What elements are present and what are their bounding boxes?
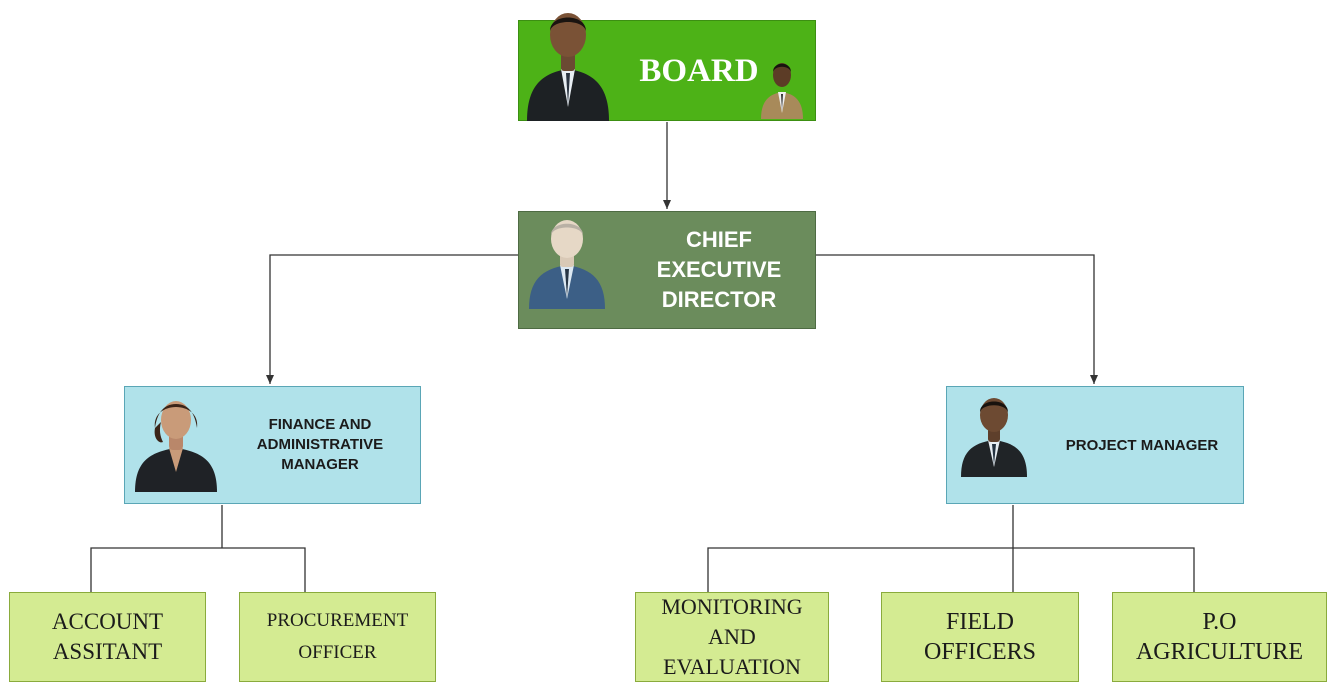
poag-line2: AGRICULTURE <box>1135 639 1304 665</box>
board-title: BOARD <box>639 52 759 89</box>
ceo-title-line3: DIRECTOR <box>661 287 777 312</box>
account-line1: ACCOUNT <box>51 609 164 634</box>
monitoring-line3: EVALUATION <box>663 654 801 679</box>
po-agriculture-node: P.O AGRICULTURE <box>1112 592 1327 682</box>
procurement-officer-title: PROCUREMENT OFFICER <box>240 593 435 681</box>
poag-line1: P.O <box>1202 609 1237 635</box>
project-manager-node: PROJECT MANAGER <box>946 386 1244 504</box>
field-officers-node: FIELD OFFICERS <box>881 592 1079 682</box>
ceo-title: CHIEF EXECUTIVE DIRECTOR <box>629 220 809 320</box>
field-line1: FIELD <box>945 609 1014 635</box>
field-officers-title: FIELD OFFICERS <box>882 593 1078 681</box>
ceo-title-line1: CHIEF <box>685 227 752 252</box>
monitoring-evaluation-title: MONITORING AND EVALUATION <box>636 593 828 681</box>
procurement-officer-node: PROCUREMENT OFFICER <box>239 592 436 682</box>
ceo-title-line2: EXECUTIVE <box>656 257 782 282</box>
finance-title-line1: FINANCE AND <box>268 416 372 433</box>
businesswoman-icon <box>135 401 217 492</box>
executive-blue-suit-icon <box>529 220 605 309</box>
businessman-tan-suit-icon <box>761 63 803 119</box>
monitoring-line2: AND <box>708 624 756 649</box>
procurement-line2: OFFICER <box>298 642 377 663</box>
ceo-node: CHIEF EXECUTIVE DIRECTOR <box>518 211 816 329</box>
field-line2: OFFICERS <box>923 639 1037 665</box>
account-assistant-node: ACCOUNT ASSITANT <box>9 592 206 682</box>
businessman-icon <box>961 398 1027 477</box>
board-node: BOARD <box>518 13 816 121</box>
finance-manager-title: FINANCE AND ADMINISTRATIVE MANAGER <box>220 397 420 493</box>
account-assistant-title: ACCOUNT ASSITANT <box>10 593 205 681</box>
edge-ceo-finance <box>266 254 518 384</box>
finance-title-line3: MANAGER <box>281 456 359 473</box>
edge-ceo-pm <box>816 254 1098 384</box>
monitoring-line1: MONITORING <box>661 594 803 619</box>
edge-pm-mon-poag <box>707 547 1195 592</box>
businessman-dark-suit-icon <box>527 13 609 121</box>
finance-title-line2: ADMINISTRATIVE <box>256 436 384 453</box>
account-line2: ASSITANT <box>52 639 163 664</box>
finance-manager-node: FINANCE AND ADMINISTRATIVE MANAGER <box>124 386 421 504</box>
edge-finance-acct <box>90 547 306 592</box>
project-manager-title: PROJECT MANAGER <box>1065 436 1219 454</box>
po-agriculture-title: P.O AGRICULTURE <box>1113 593 1326 681</box>
procurement-line1: PROCUREMENT <box>266 610 409 631</box>
monitoring-evaluation-node: MONITORING AND EVALUATION <box>635 592 829 682</box>
